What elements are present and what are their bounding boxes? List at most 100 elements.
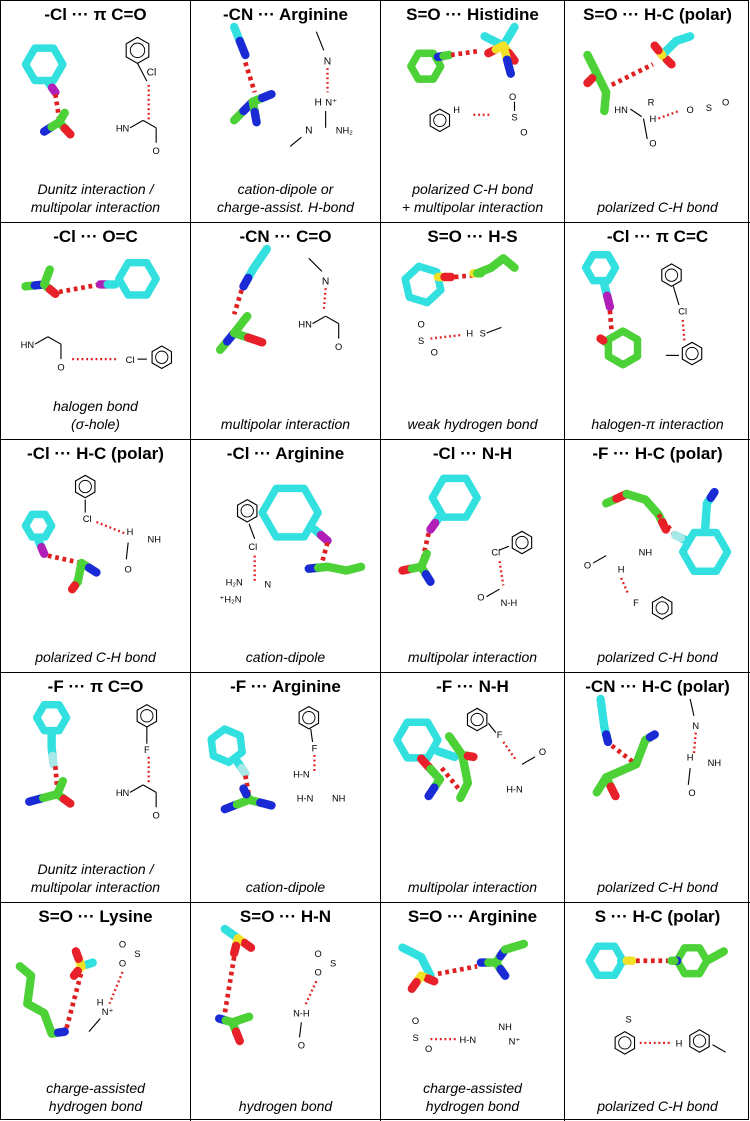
interaction-caption: polarized C-H bond+ multipolar interacti… bbox=[383, 180, 562, 216]
svg-text:S: S bbox=[480, 329, 486, 339]
svg-text:N⁺: N⁺ bbox=[325, 97, 337, 107]
svg-text:O: O bbox=[315, 968, 322, 978]
svg-text:S: S bbox=[418, 336, 424, 346]
svg-text:S: S bbox=[134, 949, 140, 959]
svg-text:HN: HN bbox=[116, 124, 129, 134]
caption-line: cation-dipole bbox=[245, 879, 326, 895]
interaction-cell: -Cl ··· π C=C Cl halogen-π interaction bbox=[565, 223, 750, 440]
interaction-caption: polarized C-H bond bbox=[3, 648, 188, 666]
caption-line: charge-assisted bbox=[423, 1080, 522, 1096]
svg-text:O: O bbox=[125, 564, 132, 574]
svg-text:H-N: H-N bbox=[506, 784, 523, 794]
svg-text:S: S bbox=[330, 958, 336, 968]
interaction-title: -CN ··· H-C (polar) bbox=[585, 677, 730, 696]
caption-line: charge-assisted bbox=[46, 1080, 145, 1096]
svg-text:H: H bbox=[453, 105, 460, 115]
interaction-title: -Cl ··· H-C (polar) bbox=[27, 444, 164, 463]
svg-text:O: O bbox=[477, 592, 484, 602]
interaction-title: -Cl ··· O=C bbox=[53, 227, 138, 246]
svg-text:F: F bbox=[312, 743, 318, 753]
svg-text:NH: NH bbox=[148, 535, 161, 545]
caption-line: (σ-hole) bbox=[71, 416, 120, 432]
interaction-caption: polarized C-H bond bbox=[567, 1097, 748, 1115]
caption-line: halogen-π interaction bbox=[591, 416, 724, 432]
interaction-caption: halogen-π interaction bbox=[567, 415, 748, 433]
interaction-title: -F ··· Arginine bbox=[230, 677, 341, 696]
interaction-caption: multipolar interaction bbox=[193, 415, 378, 433]
interaction-title: -Cl ··· π C=O bbox=[44, 5, 147, 24]
svg-text:N⁺: N⁺ bbox=[509, 1037, 521, 1047]
svg-text:F: F bbox=[497, 730, 503, 740]
svg-text:O: O bbox=[688, 788, 695, 798]
caption-line: Dunitz interaction / bbox=[37, 181, 154, 197]
svg-text:O: O bbox=[153, 146, 160, 156]
svg-text:S: S bbox=[706, 103, 712, 113]
caption-line: weak hydrogen bond bbox=[407, 416, 538, 432]
svg-text:N: N bbox=[692, 721, 699, 731]
interaction-caption: multipolar interaction bbox=[383, 648, 562, 666]
svg-text:Cl: Cl bbox=[147, 68, 157, 79]
svg-text:S: S bbox=[511, 112, 517, 122]
svg-text:HN: HN bbox=[21, 340, 34, 350]
molecular-interaction-figure: N H N⁺ N NH₂ bbox=[229, 22, 353, 147]
caption-line: multipolar interaction bbox=[30, 879, 161, 895]
svg-text:NH: NH bbox=[498, 1022, 511, 1032]
interaction-title: -F ··· N-H bbox=[436, 677, 509, 696]
svg-text:Cl: Cl bbox=[248, 542, 257, 552]
svg-text:O: O bbox=[57, 362, 64, 372]
caption-line: cation-dipole or bbox=[237, 181, 334, 197]
svg-text:HN: HN bbox=[116, 788, 129, 798]
svg-text:S: S bbox=[625, 1014, 631, 1024]
interaction-title: -Cl ··· π C=C bbox=[606, 227, 709, 246]
interaction-caption: multipolar interaction bbox=[383, 878, 562, 896]
svg-text:H: H bbox=[314, 97, 321, 108]
molecular-interaction-figure: Cl bbox=[581, 251, 703, 369]
svg-text:H: H bbox=[649, 114, 656, 124]
interaction-title: S=O ··· H-N bbox=[239, 907, 332, 926]
interaction-title: S ··· H-C (polar) bbox=[594, 907, 721, 926]
caption-line: charge-assist. H-bond bbox=[217, 199, 354, 215]
interaction-title: -CN ··· C=O bbox=[239, 227, 332, 246]
svg-text:O: O bbox=[722, 97, 729, 107]
caption-line: polarized C-H bond bbox=[35, 649, 156, 665]
svg-text:⁺H₂N: ⁺H₂N bbox=[219, 594, 241, 604]
svg-text:O: O bbox=[649, 138, 656, 148]
svg-text:O: O bbox=[520, 127, 527, 137]
interaction-title: -CN ··· Arginine bbox=[223, 5, 348, 24]
svg-text:N-H: N-H bbox=[293, 1009, 310, 1019]
svg-text:O: O bbox=[153, 810, 160, 820]
interaction-title: S=O ··· Histidine bbox=[406, 5, 539, 24]
svg-text:NH₂: NH₂ bbox=[336, 125, 353, 135]
interaction-caption: polarized C-H bond bbox=[567, 648, 748, 666]
caption-line: multipolar interaction bbox=[30, 199, 161, 215]
svg-text:N: N bbox=[264, 579, 271, 589]
interaction-title: -F ··· π C=O bbox=[47, 677, 144, 696]
svg-text:O: O bbox=[431, 347, 438, 357]
svg-text:HN: HN bbox=[614, 105, 627, 115]
molecular-interaction-figure: FH-NO bbox=[393, 707, 546, 803]
svg-text:N: N bbox=[305, 125, 312, 136]
svg-text:H₂N: H₂N bbox=[226, 577, 243, 587]
svg-text:NH: NH bbox=[332, 794, 345, 804]
svg-text:O: O bbox=[425, 1044, 432, 1054]
svg-text:N: N bbox=[324, 56, 331, 67]
